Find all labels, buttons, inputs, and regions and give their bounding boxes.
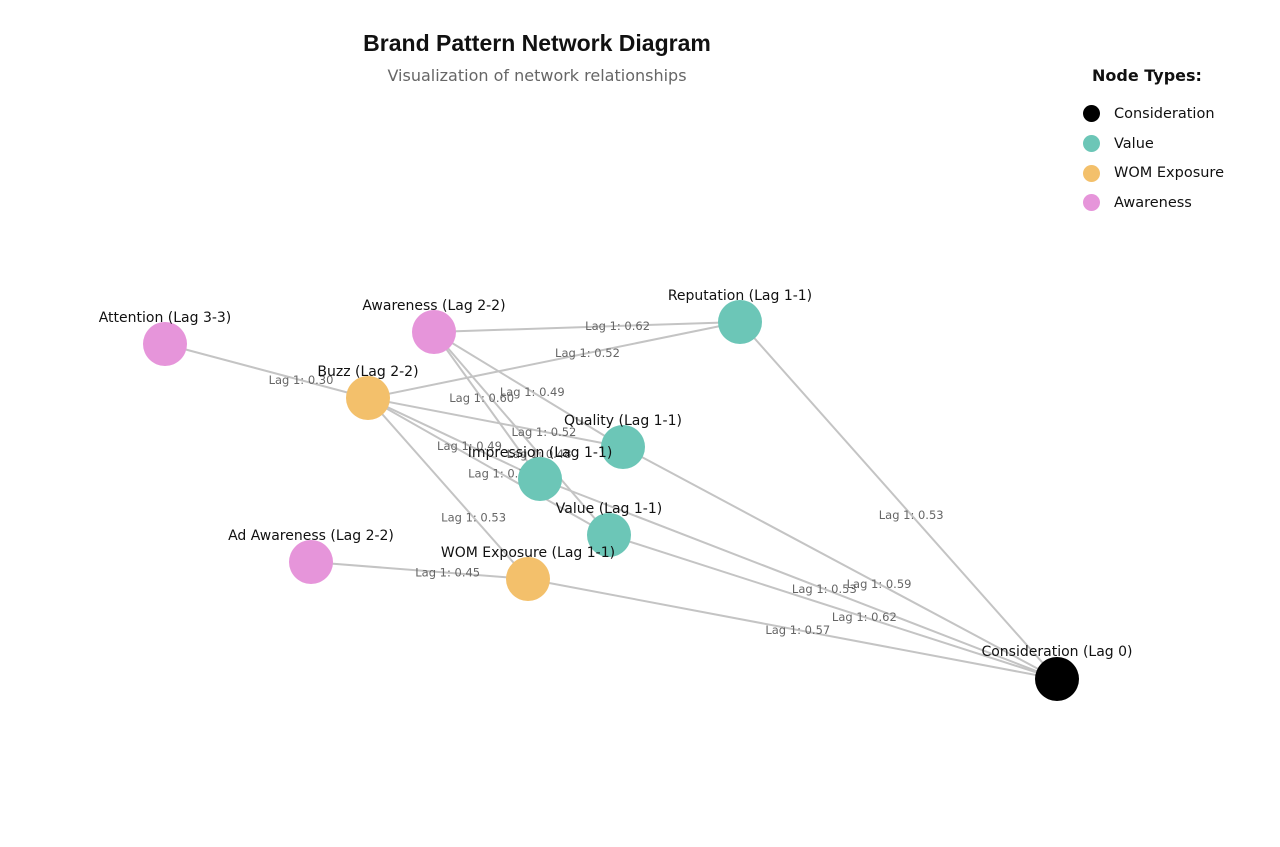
node-label-buzz: Buzz (Lag 2-2) <box>317 364 418 380</box>
legend-label: Consideration <box>1114 105 1215 122</box>
node-consideration[interactable] <box>1035 657 1079 701</box>
node-label-awareness: Awareness (Lag 2-2) <box>362 298 505 314</box>
edge-impression-consideration <box>539 478 1058 680</box>
legend-item-consideration: Consideration <box>1080 99 1270 129</box>
node-label-reputation: Reputation (Lag 1-1) <box>668 288 812 304</box>
legend-item-awareness: Awareness <box>1080 188 1270 218</box>
legend-label: Value <box>1114 135 1154 152</box>
node-label-consideration: Consideration (Lag 0) <box>981 644 1132 660</box>
edge-label: Lag 1: 0.52 <box>512 425 577 439</box>
value-swatch <box>1083 135 1100 153</box>
node-buzz[interactable] <box>346 376 390 420</box>
edge-label: Lag 1: 0.62 <box>832 610 897 624</box>
legend-label: Awareness <box>1114 194 1192 211</box>
wom-exposure-swatch <box>1083 164 1100 182</box>
node-label-adawareness: Ad Awareness (Lag 2-2) <box>228 528 394 544</box>
edge-label: Lag 1: 0.53 <box>441 510 506 524</box>
edge-awareness-quality <box>433 331 624 448</box>
edge-attention-buzz <box>164 343 369 399</box>
edge-buzz-quality <box>367 397 624 448</box>
edge-label: Lag 1: 0.52 <box>555 346 620 360</box>
edge-reputation-consideration <box>739 321 1058 680</box>
node-value[interactable] <box>587 513 631 557</box>
edge-label: Lag 1: 0.62 <box>585 319 650 333</box>
page-subtitle: Visualization of network relationships <box>387 66 687 85</box>
legend-label: WOM Exposure <box>1114 165 1224 182</box>
edge-buzz-reputation <box>367 321 741 399</box>
edge-label: Lag 1: 0.49 <box>500 385 565 399</box>
edge-awareness-impression <box>433 331 541 480</box>
edge-label: Lag 1: 0.59 <box>847 577 912 591</box>
edge-label: Lag 1: 0.57 <box>765 623 830 637</box>
page-title: Brand Pattern Network Diagram <box>363 30 711 56</box>
edge-buzz-impression <box>367 397 541 480</box>
node-label-wom: WOM Exposure (Lag 1-1) <box>441 545 615 561</box>
edge-label: Lag 1: 0.53 <box>879 508 944 522</box>
awareness-swatch <box>1083 194 1100 212</box>
node-label-attention: Attention (Lag 3-3) <box>99 310 232 326</box>
node-reputation[interactable] <box>718 300 762 344</box>
node-label-value: Value (Lag 1-1) <box>556 501 662 517</box>
edge-label: Lag 1: 0.45 <box>415 566 480 580</box>
legend: Node Types: Consideration Value WOM Expo… <box>1080 66 1270 218</box>
edge-value-consideration <box>608 534 1058 680</box>
edge-label: Lag 1: 0.53 <box>792 582 857 596</box>
node-impression[interactable] <box>518 457 562 501</box>
node-attention[interactable] <box>143 322 187 366</box>
edge-label: Lag 1: 0.48 <box>507 447 572 461</box>
edges-layer <box>164 321 1058 680</box>
node-wom[interactable] <box>506 557 550 601</box>
edge-buzz-wom <box>367 397 529 580</box>
edge-label: Lag 1: 0.49 <box>437 439 502 453</box>
edge-awareness-value <box>433 331 610 536</box>
legend-item-wom-exposure: WOM Exposure <box>1080 158 1270 188</box>
node-label-impression: Impression (Lag 1-1) <box>468 445 613 461</box>
edge-label: Lag 1: 0.30 <box>269 373 334 387</box>
edge-adawareness-wom <box>310 561 529 580</box>
node-labels-layer: Attention (Lag 3-3) Awareness (Lag 2-2) Re… <box>99 288 1133 660</box>
node-adawareness[interactable] <box>289 540 333 584</box>
node-awareness[interactable] <box>412 310 456 354</box>
edge-label: Lag 1: 0.60 <box>449 391 514 405</box>
consideration-swatch <box>1083 105 1100 123</box>
edge-quality-consideration <box>622 446 1058 680</box>
node-quality[interactable] <box>601 425 645 469</box>
legend-title: Node Types: <box>1092 66 1202 85</box>
edge-buzz-value <box>367 397 610 536</box>
edge-wom-consideration <box>527 578 1058 680</box>
edge-awareness-reputation <box>433 321 741 333</box>
edge-label: Lag 1: 0.53 <box>468 466 533 480</box>
nodes-layer <box>143 300 1079 701</box>
node-label-quality: Quality (Lag 1-1) <box>564 413 682 429</box>
legend-item-value: Value <box>1080 129 1270 159</box>
